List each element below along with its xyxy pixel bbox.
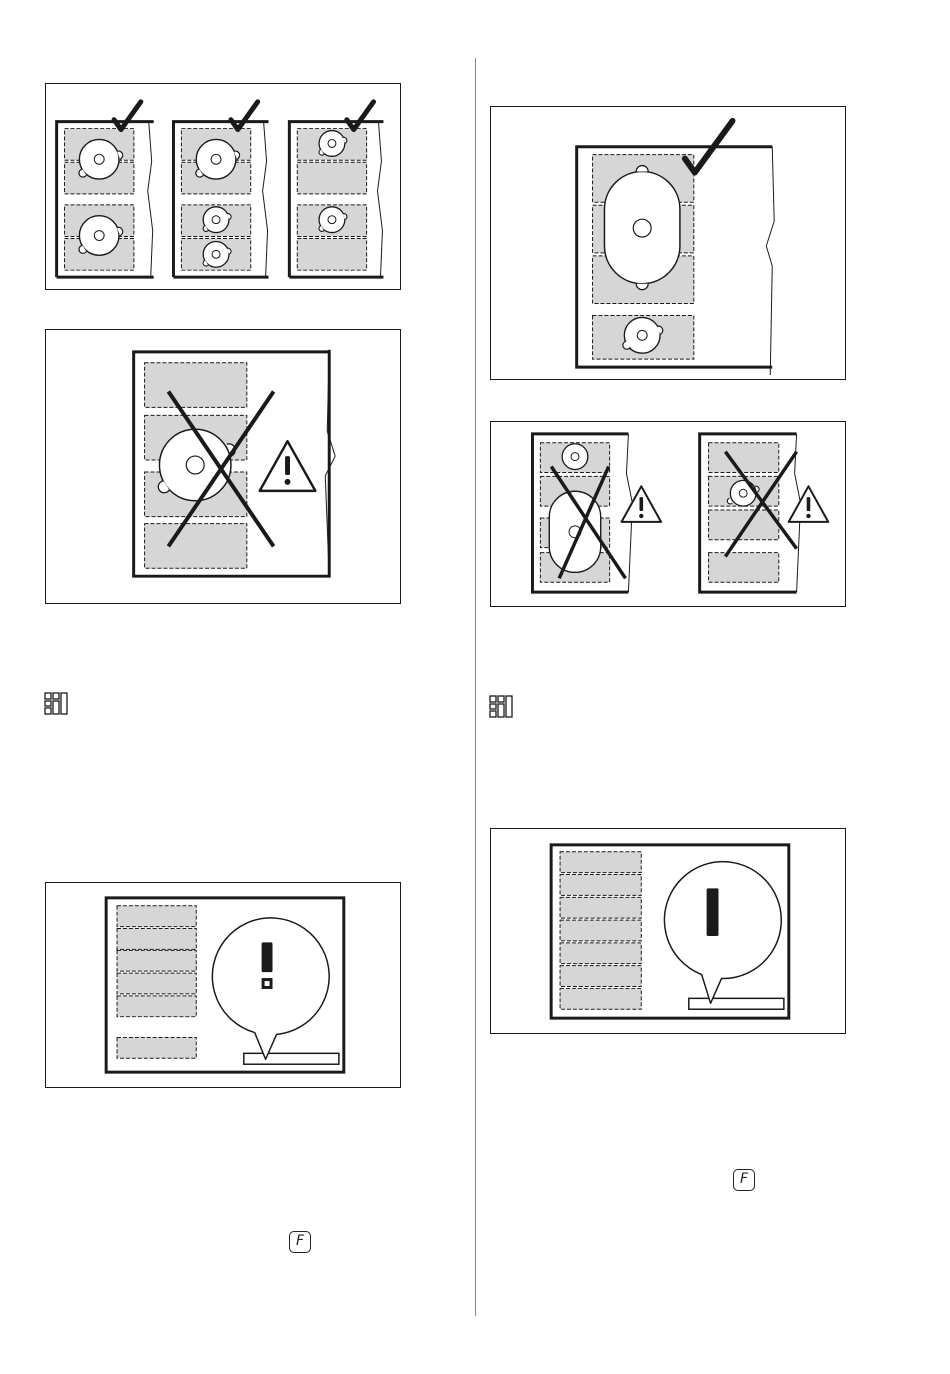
- figure-pan-placement-wrong: [45, 329, 401, 604]
- figure-oval-pan-correct: [490, 106, 846, 380]
- check-icon: [114, 102, 141, 130]
- warning-icon: [260, 441, 316, 491]
- hob-display-diagram: [491, 829, 845, 1033]
- hob-variant-wrong-2: [700, 434, 829, 592]
- hob-variant-2: [173, 102, 268, 277]
- f-key-icon: F: [733, 1169, 755, 1191]
- hob-display-diagram: [46, 883, 400, 1087]
- hob-variant-1: [57, 102, 154, 277]
- f-key-icon: F: [289, 1231, 311, 1253]
- hob-diagram-oval-wrong: [491, 422, 845, 606]
- figure-display-bar: [490, 828, 846, 1034]
- zone-layout-icon: [489, 695, 515, 719]
- exclamation-display: [262, 942, 273, 989]
- hob-diagram-correct: [46, 84, 400, 289]
- check-icon: [231, 102, 258, 130]
- hob-diagram-wrong: [46, 330, 400, 603]
- hob-diagram-oval-correct: [491, 107, 845, 379]
- oval-pan: [604, 166, 679, 290]
- zone-layout-icon: [44, 692, 70, 716]
- hob-variant-wrong-1: [532, 434, 661, 592]
- hob-variant-3: [289, 102, 383, 277]
- warning-icon: [789, 486, 829, 522]
- bar-display: [707, 888, 719, 936]
- figure-oval-pan-wrong: [490, 421, 846, 607]
- column-divider: [475, 58, 476, 1316]
- figure-display-exclamation: [45, 882, 401, 1088]
- warning-icon: [622, 486, 662, 522]
- check-icon: [347, 102, 374, 130]
- figure-pan-placement-correct: [45, 83, 401, 290]
